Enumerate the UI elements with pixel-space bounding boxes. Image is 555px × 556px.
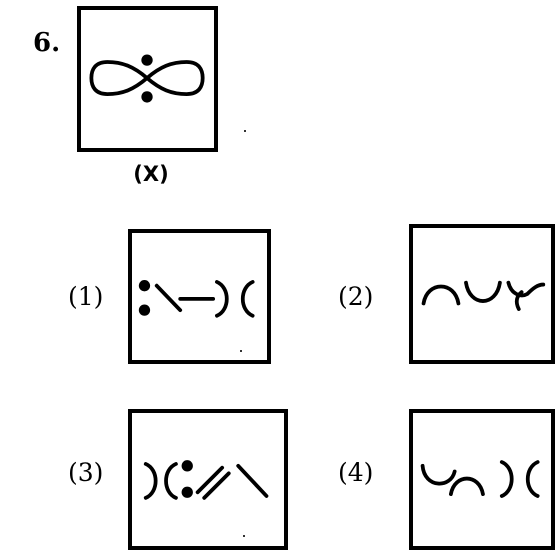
scan-speck [243, 535, 245, 537]
option-3-box[interactable] [128, 409, 288, 550]
option-4-box[interactable] [409, 409, 555, 550]
question-figure-label: (X) [133, 162, 169, 186]
option-2-label: (2) [338, 282, 374, 311]
question-number: 6. [33, 28, 61, 58]
option-1-box[interactable] [128, 229, 271, 364]
question-figure-box [77, 6, 218, 152]
option-1-label: (1) [68, 282, 104, 311]
option-2-box[interactable] [409, 224, 555, 364]
scan-speck [240, 350, 242, 352]
option-4-figure [420, 460, 540, 498]
option-2-figure [421, 280, 546, 311]
option-3-label: (3) [68, 458, 104, 487]
option-1-figure [138, 280, 255, 318]
infinity-loop-figure [89, 54, 205, 103]
option-3-figure [143, 460, 269, 500]
option-4-label: (4) [338, 458, 374, 487]
scan-speck [244, 130, 246, 132]
